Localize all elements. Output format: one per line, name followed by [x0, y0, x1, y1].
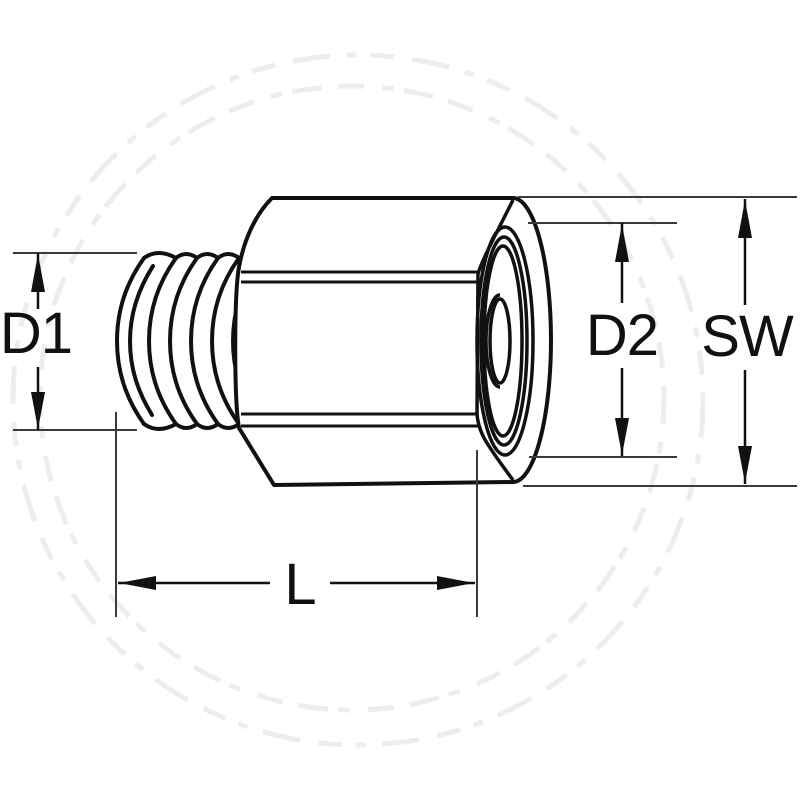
- sw-label: SW: [701, 304, 794, 369]
- hex-body-outline: [233, 196, 553, 487]
- d1-arrow-up: [31, 254, 45, 292]
- sw-arrow-up: [738, 200, 752, 238]
- thread-top-scallops: [142, 251, 241, 261]
- dimension-sw: SW: [518, 196, 797, 487]
- dimension-d2: D2: [528, 222, 677, 458]
- male-thread: [114, 251, 262, 431]
- female-thread-opening: [475, 225, 535, 457]
- l-arrow-right: [437, 576, 474, 590]
- d2-arrow-up: [615, 224, 629, 262]
- dimension-d1: D1: [0, 252, 137, 431]
- thread-lead-outer: [114, 256, 146, 426]
- bore-ellipse: [488, 297, 512, 385]
- sw-arrow-down: [738, 446, 752, 483]
- thread-lead-inner: [127, 264, 155, 417]
- l-label: L: [284, 552, 315, 617]
- thread-bottom-scallops: [142, 421, 241, 431]
- d1-arrow-down: [31, 392, 45, 429]
- d2-arrow-down: [615, 418, 629, 455]
- d1-label: D1: [0, 301, 72, 366]
- dimension-l: L: [115, 412, 478, 617]
- bore-inner-arc: [484, 293, 501, 389]
- l-arrow-left: [119, 576, 156, 590]
- hex-face-lines: [241, 270, 478, 428]
- d2-label: D2: [586, 303, 658, 368]
